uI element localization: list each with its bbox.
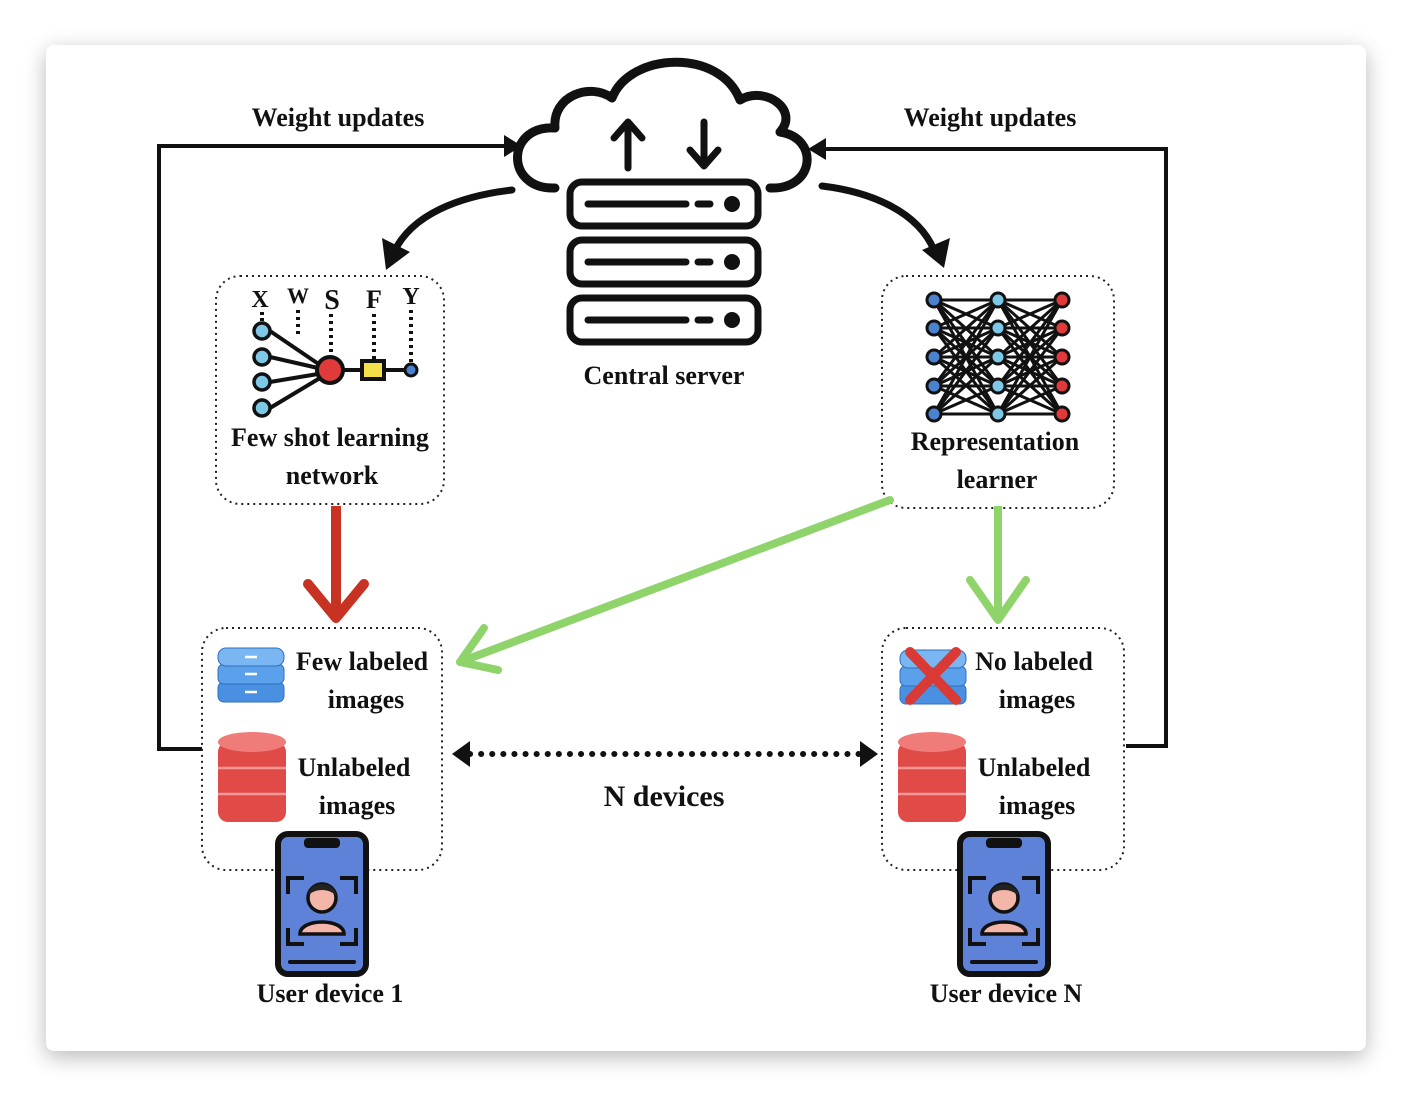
network-node	[925, 348, 943, 366]
central-server-label: Central server	[584, 361, 745, 390]
network-node	[989, 319, 1007, 337]
face-scan-phone-icon	[957, 831, 1051, 977]
red-database-icon	[218, 732, 286, 822]
few-shot-network-icon: X W S F Y	[251, 283, 420, 418]
network-letter-x: X	[251, 287, 269, 313]
no-labeled-label-line1: No labeled	[975, 647, 1093, 676]
network-node	[989, 348, 1007, 366]
network-node	[1053, 319, 1071, 337]
network-node	[989, 377, 1007, 395]
unlabeled-right-label-line1: Unlabeled	[978, 753, 1091, 782]
face-scan-phone-icon	[275, 831, 369, 977]
network-node	[925, 377, 943, 395]
arrow-representation-to-device-n	[966, 506, 1030, 624]
few-shot-label-line1: Few shot learning	[231, 423, 429, 452]
no-labeled-label-line2: images	[999, 685, 1076, 714]
weight-updates-right-label: Weight updates	[904, 103, 1077, 132]
network-node	[1053, 348, 1071, 366]
arrow-few-shot-to-device-1	[303, 506, 369, 623]
unlabeled-left-label-line2: images	[319, 791, 396, 820]
network-node	[1053, 291, 1071, 309]
network-node	[925, 405, 943, 423]
network-node	[1053, 405, 1071, 423]
user-device-1-label: User device 1	[257, 979, 404, 1008]
network-letter-y: Y	[402, 284, 419, 310]
blue-database-icon	[217, 647, 285, 703]
network-node	[989, 291, 1007, 309]
few-labeled-label-line1: Few labeled	[296, 647, 429, 676]
arrow-server-to-representation	[818, 182, 950, 268]
red-database-icon-right	[898, 732, 966, 822]
neural-network-icon	[932, 298, 1064, 416]
unlabeled-left-label-line1: Unlabeled	[298, 753, 411, 782]
server-rack-icon	[566, 178, 762, 346]
network-letter-f: F	[366, 285, 382, 314]
unlabeled-right-label-line2: images	[999, 791, 1076, 820]
few-shot-label-line2: network	[286, 461, 379, 490]
user-device-n-label: User device N	[930, 979, 1083, 1008]
network-letter-w: W	[287, 283, 309, 308]
network-node	[925, 291, 943, 309]
representation-label-line1: Representation	[911, 427, 1080, 456]
arrow-server-to-few-shot	[382, 186, 516, 270]
network-node	[989, 405, 1007, 423]
n-devices-arrow	[452, 741, 878, 767]
n-devices-label: N devices	[604, 780, 725, 813]
few-shot-box	[215, 275, 445, 505]
weight-updates-left-label: Weight updates	[252, 103, 425, 132]
network-letter-s: S	[324, 285, 340, 316]
arrow-representation-to-device-1	[456, 496, 894, 674]
few-labeled-label-line2: images	[328, 685, 405, 714]
network-node	[925, 319, 943, 337]
representation-label-line2: learner	[957, 465, 1038, 494]
weight-update-loop-left	[157, 135, 522, 751]
device-1-box	[201, 627, 443, 871]
cloud-icon	[513, 57, 812, 193]
red-x-icon	[905, 647, 961, 705]
weight-update-loop-right	[808, 138, 1168, 748]
network-node	[1053, 377, 1071, 395]
